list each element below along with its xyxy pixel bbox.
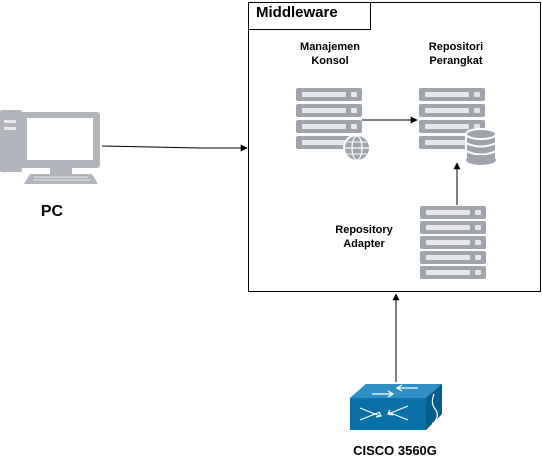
- node-label-pc: PC: [40, 203, 64, 220]
- network-switch-icon: [350, 384, 442, 430]
- node-label-repositori: Repositori Perangkat: [428, 41, 484, 67]
- node-label-manajemen: Manajemen Konsol: [300, 41, 360, 67]
- middleware-container: [248, 2, 541, 292]
- desktop-computer-icon: [0, 110, 100, 184]
- database-server-icon: [419, 88, 497, 165]
- node-label-adapter: Repository Adapter: [335, 224, 393, 250]
- web-server-icon: [296, 88, 371, 162]
- middleware-title: Middleware: [256, 4, 338, 21]
- node-label-cisco: CISCO 3560G: [353, 443, 437, 458]
- server-rack-icon: [420, 206, 486, 279]
- middleware-title-tab: [248, 2, 371, 30]
- edge-pc-to-middleware: [101, 144, 248, 152]
